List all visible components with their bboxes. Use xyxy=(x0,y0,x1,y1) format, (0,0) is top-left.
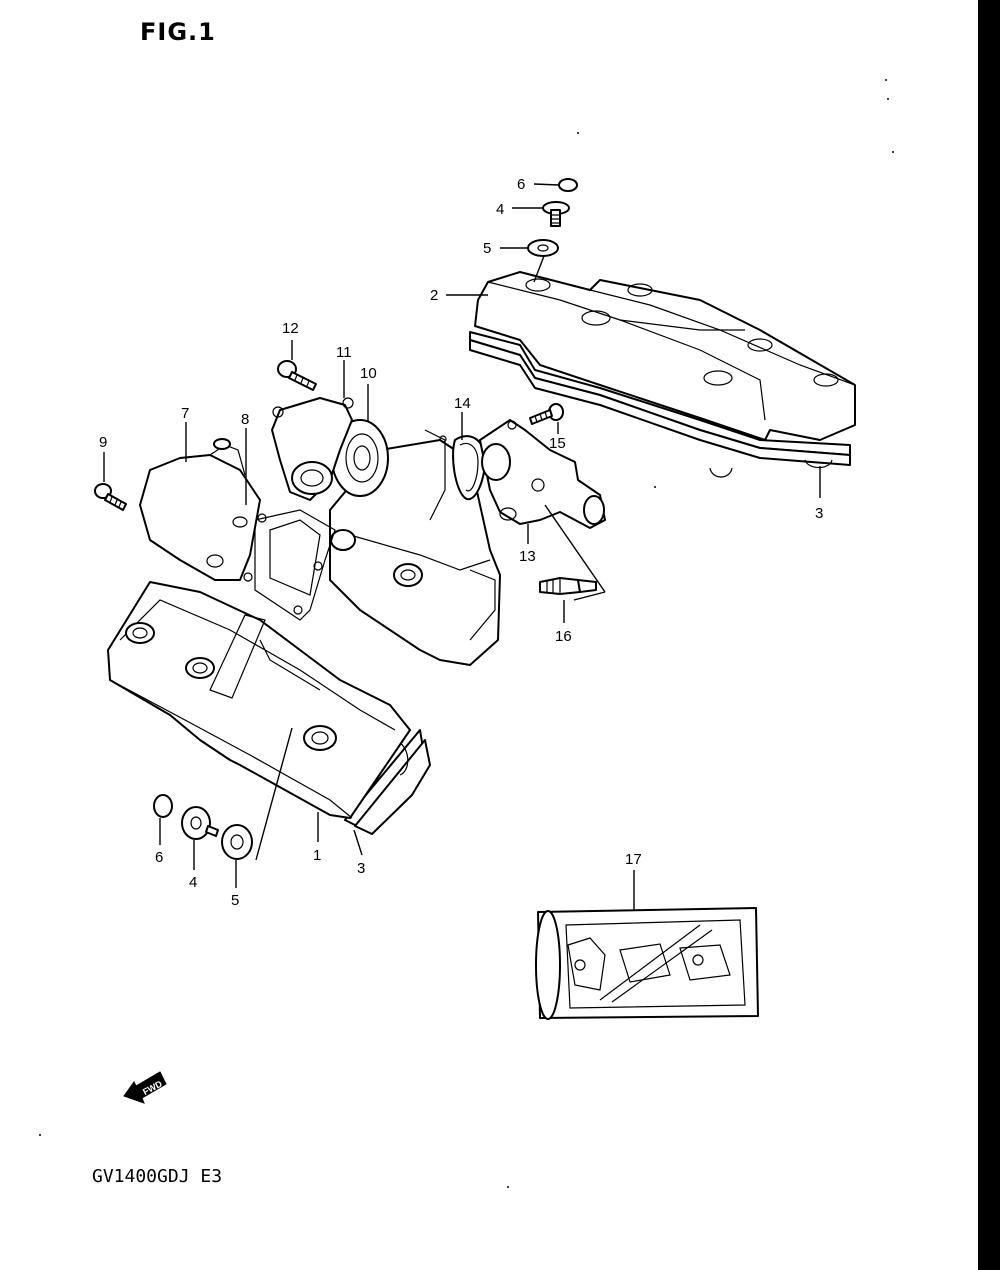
callout-labels: 6 4 5 2 3 12 11 10 14 15 7 8 9 13 16 1 3… xyxy=(99,176,823,909)
callout-5-top: 5 xyxy=(483,240,491,257)
front-mount-bolt xyxy=(181,806,219,840)
callout-14: 14 xyxy=(454,395,471,412)
callout-8: 8 xyxy=(241,411,249,428)
gasket-set-bag xyxy=(535,907,759,1020)
rear-cap-nut xyxy=(558,178,578,192)
callout-15: 15 xyxy=(549,435,566,452)
scan-edge-bar xyxy=(978,0,1000,1270)
forward-direction-arrow: FWD xyxy=(123,1071,167,1104)
front-head-cover xyxy=(107,581,411,819)
leader-lines xyxy=(103,183,821,910)
rear-cylinder-head xyxy=(329,429,501,666)
scan-specks xyxy=(39,79,894,1188)
callout-3-front: 3 xyxy=(357,860,365,877)
front-head-cover-gasket xyxy=(344,729,431,835)
callout-5-bottom: 5 xyxy=(231,892,239,909)
callout-10: 10 xyxy=(360,365,377,382)
callout-3-rear: 3 xyxy=(815,505,823,522)
rear-mount-bolt xyxy=(542,201,570,227)
callout-2: 2 xyxy=(430,287,438,304)
o-ring-14 xyxy=(452,435,486,501)
callout-4-top: 4 xyxy=(496,201,504,218)
callout-7: 7 xyxy=(181,405,189,422)
callout-16: 16 xyxy=(555,628,572,645)
water-union-13 xyxy=(479,419,606,529)
callout-17: 17 xyxy=(625,851,642,868)
callout-9: 9 xyxy=(99,434,107,451)
callout-1: 1 xyxy=(313,847,321,864)
front-cap-nut xyxy=(153,794,173,818)
callout-4-bottom: 4 xyxy=(189,874,197,891)
rear-head-cover xyxy=(474,271,856,478)
temperature-sensor-16 xyxy=(539,577,597,595)
housing-bolt-12 xyxy=(277,360,317,391)
callout-6-bottom: 6 xyxy=(155,849,163,866)
callout-13: 13 xyxy=(519,548,536,565)
cover-bolt-9 xyxy=(94,483,127,511)
figure-title: FIG.1 xyxy=(140,18,216,46)
callout-11: 11 xyxy=(336,344,352,361)
rear-seal-washer xyxy=(527,239,559,257)
thermostat-cover xyxy=(271,397,354,501)
outlet-cover xyxy=(139,438,261,581)
callout-6-top: 6 xyxy=(517,176,525,193)
model-code: GV1400GDJ E3 xyxy=(92,1166,223,1187)
rear-head-cover-gasket xyxy=(469,331,851,466)
front-seal-washer xyxy=(221,824,253,860)
union-bolt-15 xyxy=(529,403,564,425)
callout-12: 12 xyxy=(282,320,299,337)
thermostat-gasket xyxy=(243,509,336,621)
